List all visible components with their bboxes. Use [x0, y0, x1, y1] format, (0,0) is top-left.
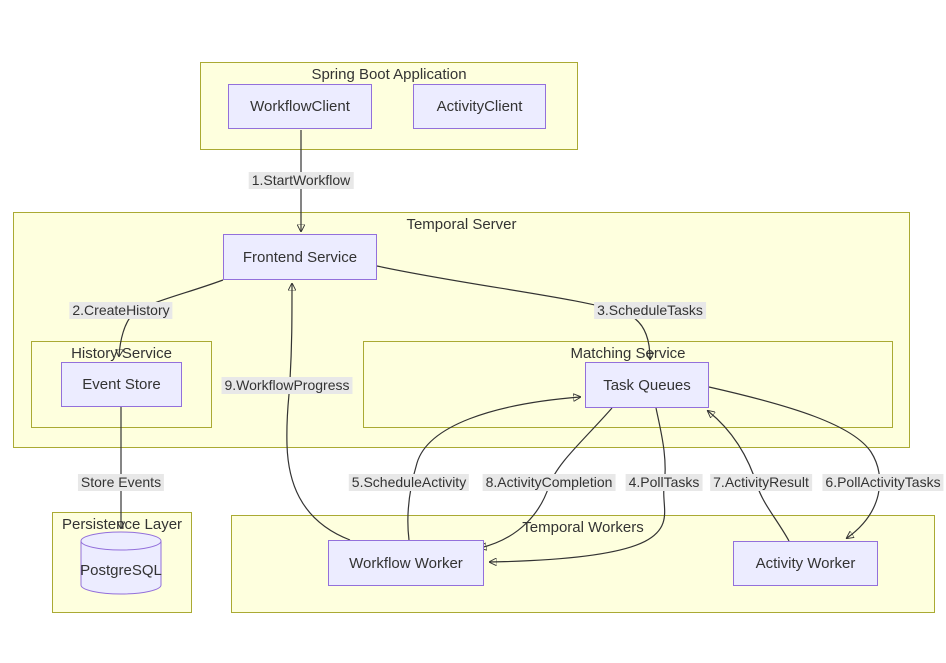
node-activity-worker: Activity Worker	[733, 541, 878, 586]
node-frontend-service: Frontend Service	[223, 234, 377, 280]
edge-label-poll-activity-tasks: 6.PollActivityTasks	[822, 474, 944, 491]
edge-label-poll-tasks: 4.PollTasks	[625, 474, 703, 491]
edge-label-store-events: Store Events	[77, 474, 165, 491]
edge-label-workflow-progress: 9.WorkflowProgress	[221, 377, 353, 394]
edge-poll-activity-tasks	[708, 386, 881, 538]
node-workflow-worker: Workflow Worker	[328, 540, 484, 586]
node-activity-client: ActivityClient	[413, 84, 546, 129]
node-task-queues-label: Task Queues	[603, 376, 691, 394]
node-event-store-label: Event Store	[82, 376, 161, 393]
node-activity-worker-label: Activity Worker	[755, 555, 856, 572]
node-frontend-service-label: Frontend Service	[242, 248, 358, 266]
node-task-queues: Task Queues	[585, 362, 709, 408]
node-activity-client-label: ActivityClient	[436, 98, 523, 115]
edge-label-activity-result: 7.ActivityResult	[710, 474, 812, 491]
node-postgresql-label: PostgreSQL	[80, 562, 162, 579]
node-workflow-client-label: WorkflowClient	[250, 98, 350, 115]
node-workflow-client: WorkflowClient	[228, 84, 372, 129]
edge-schedule-activity	[407, 397, 580, 541]
edge-label-start-workflow: 1.StartWorkflow	[248, 172, 354, 189]
edge-label-schedule-activity: 5.ScheduleActivity	[348, 474, 470, 491]
edge-label-schedule-tasks: 3.ScheduleTasks	[594, 302, 706, 319]
database-cylinder-icon	[80, 531, 162, 595]
node-event-store: Event Store	[61, 362, 182, 407]
edge-workflow-progress	[286, 284, 351, 541]
node-postgresql: PostgreSQL	[80, 531, 162, 597]
edge-label-activity-completion: 8.ActivityCompletion	[482, 474, 616, 491]
edge-poll-tasks	[490, 407, 666, 562]
edge-label-create-history: 2.CreateHistory	[69, 302, 173, 319]
node-workflow-worker-label: Workflow Worker	[349, 554, 463, 572]
